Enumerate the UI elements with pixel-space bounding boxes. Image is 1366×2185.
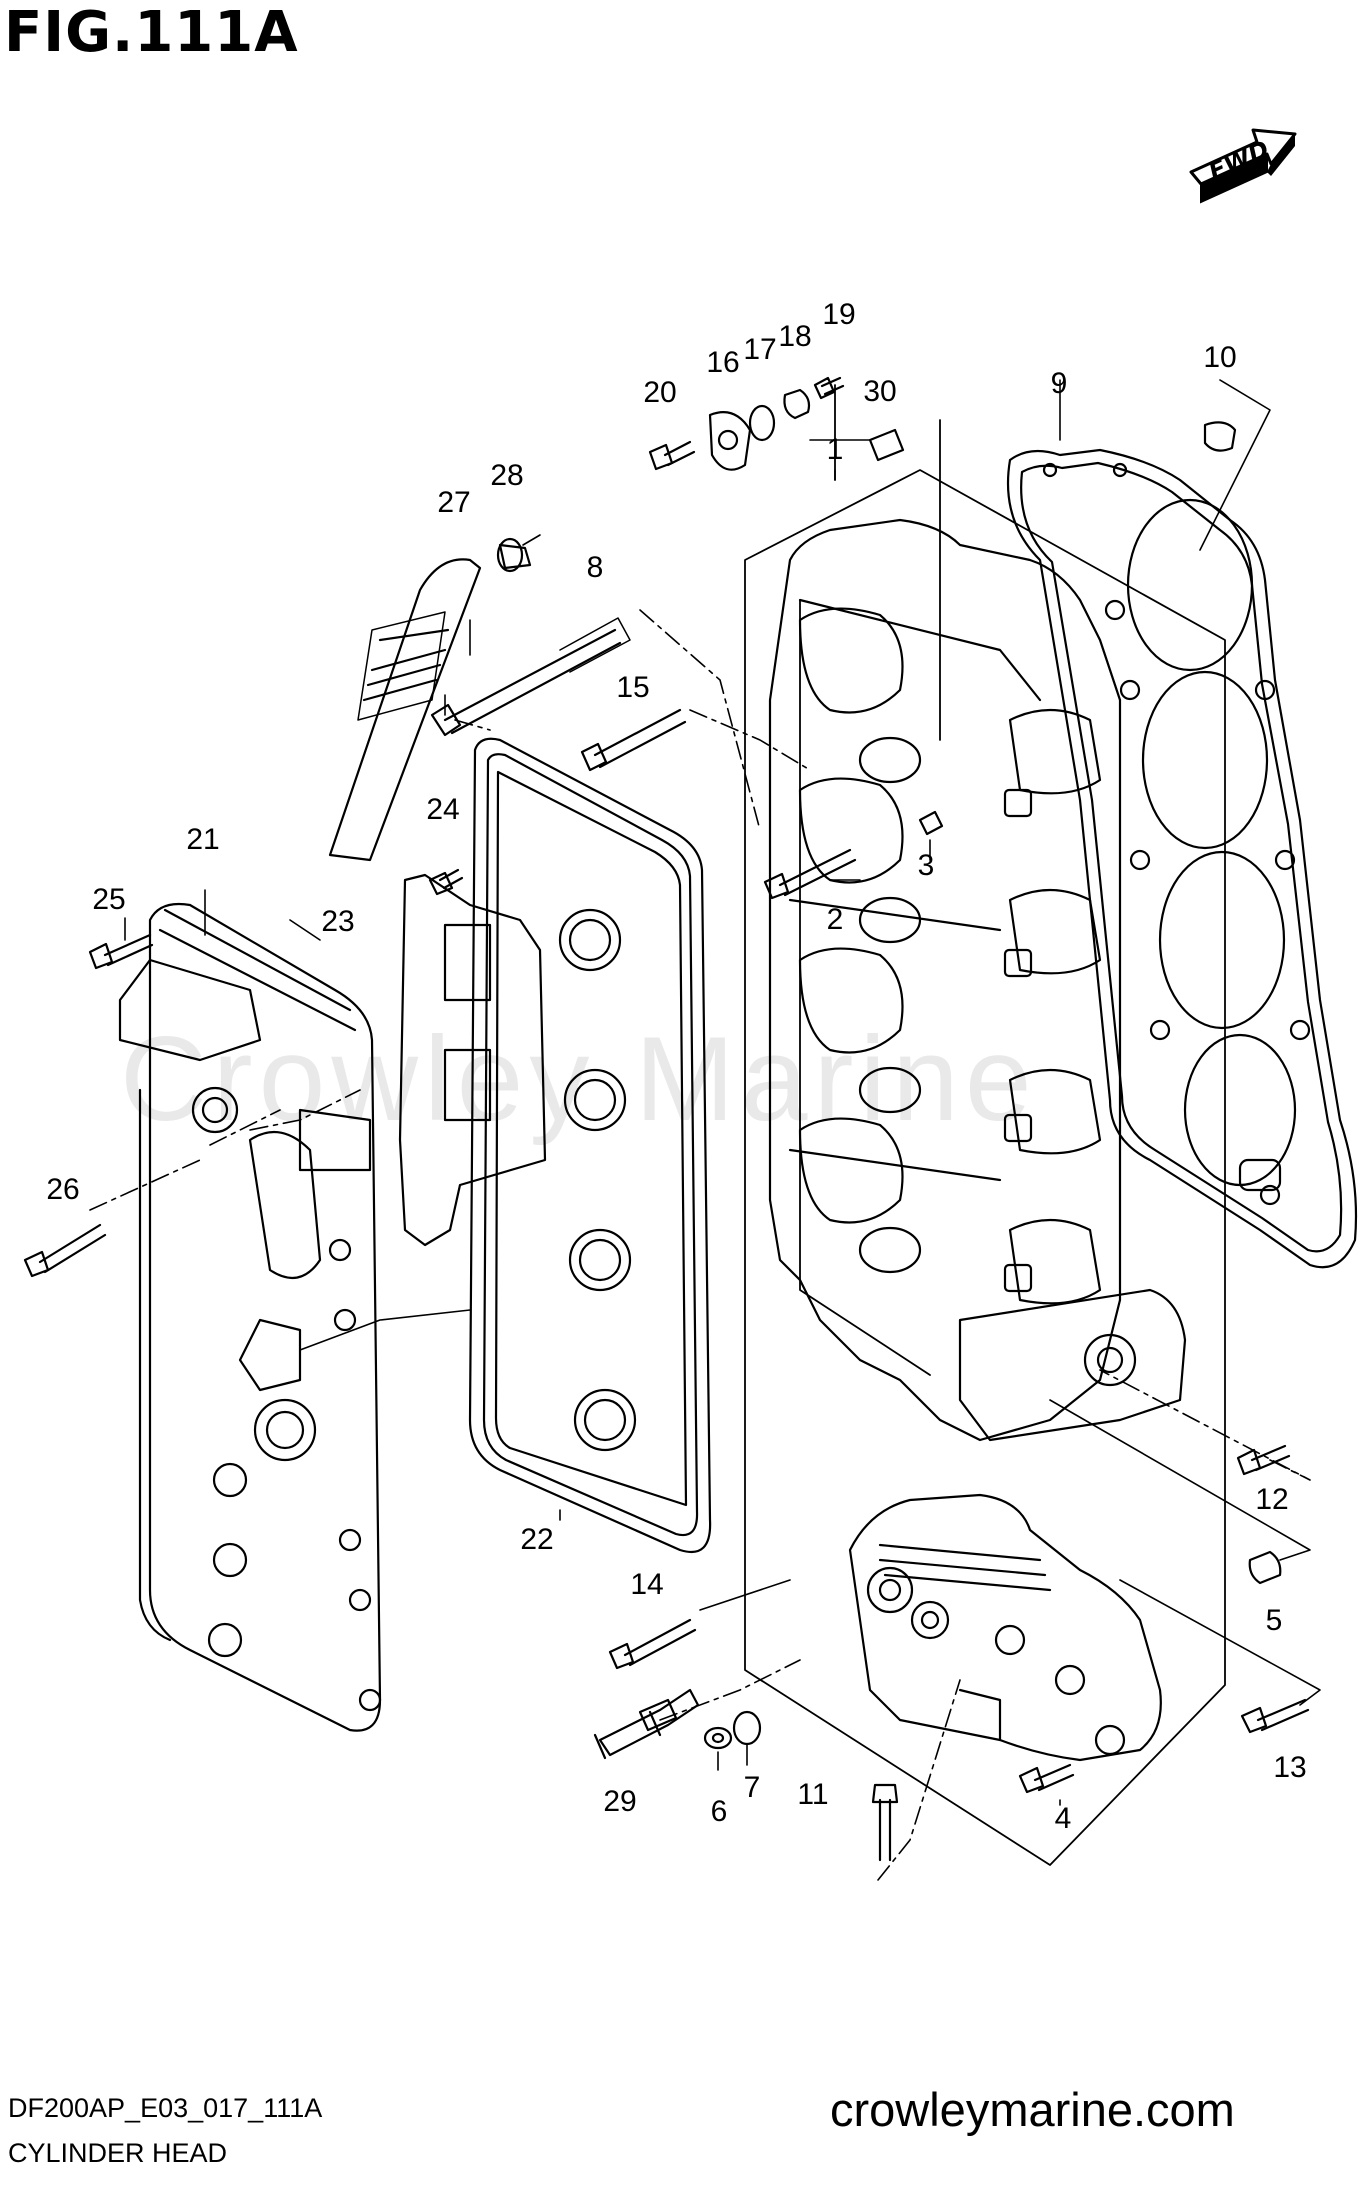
- callout-25[interactable]: 25: [92, 883, 126, 916]
- cover-gasket: [468, 737, 712, 1553]
- assembly-frame: [744, 384, 1226, 1866]
- callout-14[interactable]: 14: [630, 1568, 664, 1601]
- callout-8[interactable]: 8: [586, 551, 604, 584]
- site-watermark: crowleymarine.com: [830, 2083, 1235, 2136]
- callout-20[interactable]: 20: [643, 376, 677, 409]
- figure-title: FIG.111A: [4, 0, 299, 65]
- head-cover: [118, 902, 382, 1732]
- callout-29[interactable]: 29: [603, 1785, 637, 1818]
- callout-1[interactable]: 1: [826, 433, 844, 466]
- callout-11[interactable]: 11: [797, 1778, 829, 1811]
- callout-28[interactable]: 28: [490, 459, 524, 492]
- figure-code: DF200AP_E03_017_111A: [8, 2093, 323, 2123]
- callout-9[interactable]: 9: [1050, 367, 1068, 400]
- callout-15[interactable]: 15: [616, 671, 650, 704]
- fasteners: [23, 376, 1310, 1862]
- callout-10[interactable]: 10: [1203, 341, 1237, 374]
- cover-plate: [398, 873, 547, 1247]
- callout-18[interactable]: 18: [778, 320, 812, 353]
- callout-17[interactable]: 17: [743, 333, 777, 366]
- callout-19[interactable]: 19: [822, 298, 856, 331]
- callout-22[interactable]: 22: [520, 1523, 554, 1556]
- callout-30[interactable]: 30: [863, 375, 897, 408]
- callout-2[interactable]: 2: [826, 903, 844, 936]
- callout-13[interactable]: 13: [1273, 1751, 1307, 1784]
- callout-5[interactable]: 5: [1265, 1604, 1283, 1637]
- callout-3[interactable]: 3: [917, 849, 935, 882]
- callout-27[interactable]: 27: [437, 486, 471, 519]
- callout-23[interactable]: 23: [321, 905, 355, 938]
- figure-name: CYLINDER HEAD: [8, 2138, 228, 2168]
- callout-24[interactable]: 24: [426, 793, 460, 826]
- callout-16[interactable]: 16: [706, 346, 740, 379]
- breather-hose: [328, 537, 532, 862]
- callout-4[interactable]: 4: [1054, 1802, 1072, 1835]
- callout-6[interactable]: 6: [710, 1795, 728, 1828]
- cylinder-head: [768, 518, 1187, 1442]
- callout-12[interactable]: 12: [1255, 1483, 1289, 1516]
- callout-7[interactable]: 7: [743, 1771, 761, 1804]
- forward-arrow-icon: FWD: [1187, 112, 1299, 212]
- callout-21[interactable]: 21: [186, 823, 220, 856]
- head-gasket: [1006, 448, 1358, 1269]
- callout-26[interactable]: 26: [46, 1173, 80, 1206]
- leader-lines: [89, 379, 1321, 1881]
- lower-cover: [848, 1493, 1162, 1762]
